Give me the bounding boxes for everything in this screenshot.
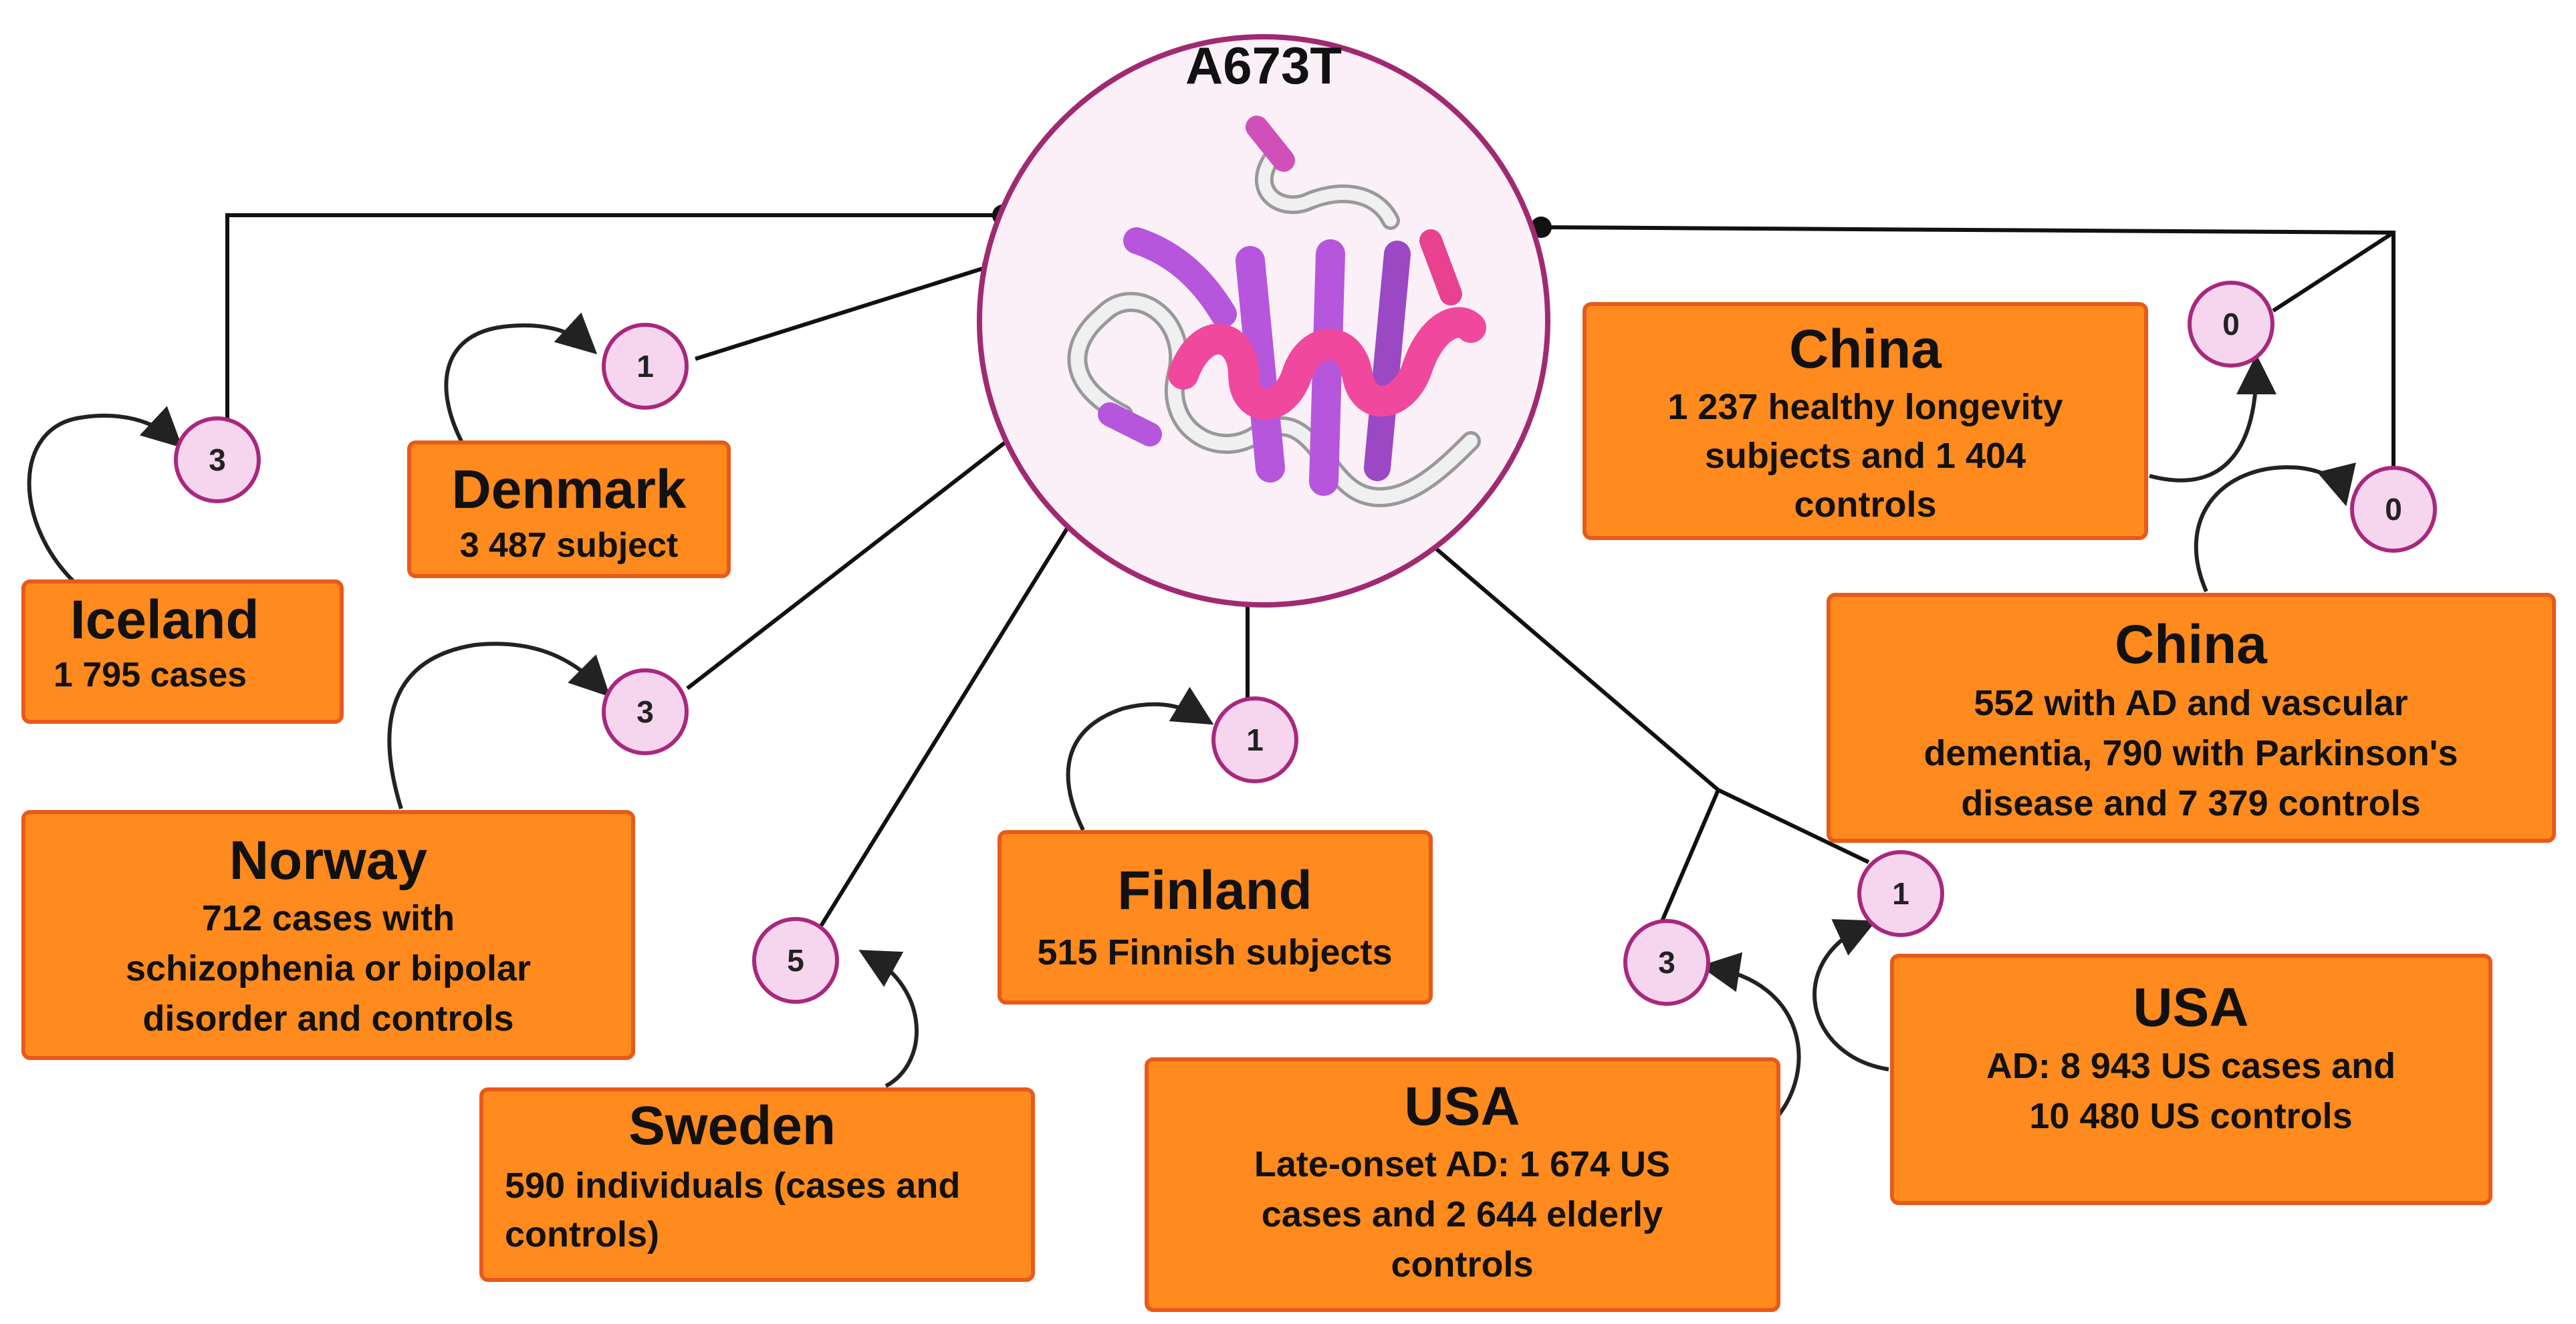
badge-china2: 0 xyxy=(2350,466,2437,553)
badge-finland: 1 xyxy=(1211,696,1298,783)
study-box-china-longevity: China 1 237 healthy longevity subjects a… xyxy=(1583,302,2148,540)
connector-lines xyxy=(225,213,2395,934)
svg-text:1: 1 xyxy=(1892,876,1909,911)
connector-denmark xyxy=(695,263,993,361)
badge-sweden: 5 xyxy=(752,917,839,1004)
svg-text:3: 3 xyxy=(636,694,654,729)
connector-usa-main xyxy=(1416,531,1720,792)
arrow-norway xyxy=(387,642,610,809)
badge-china1: 0 xyxy=(2188,281,2274,368)
study-country: Denmark xyxy=(452,459,687,520)
study-detail-line: disease and 7 379 controls xyxy=(1961,783,2420,823)
study-detail-line: 590 individuals (cases and xyxy=(505,1166,960,1206)
connector-usa1 xyxy=(1658,789,1720,927)
study-country: USA xyxy=(1404,1076,1520,1137)
center-node: A673T xyxy=(977,34,1550,608)
arrow-sweden xyxy=(858,950,919,1088)
study-country: Finland xyxy=(1117,860,1312,921)
study-box-china-ad-parkinsons: China 552 with AD and vascular dementia,… xyxy=(1827,593,2556,843)
study-detail-line: 1 237 healthy longevity xyxy=(1667,387,2063,427)
arrow-china1 xyxy=(2149,354,2276,483)
protein-structure-icon xyxy=(1067,116,1486,507)
badge-iceland: 3 xyxy=(174,416,261,503)
study-box-iceland: Iceland 1 795 cases xyxy=(21,579,344,724)
connector-sweden xyxy=(815,501,1085,934)
study-detail-line: cases and 2 644 elderly xyxy=(1262,1194,1663,1234)
arrow-china2 xyxy=(2194,462,2356,593)
arrow-denmark xyxy=(444,312,598,442)
svg-text:3: 3 xyxy=(209,442,226,477)
badge-denmark: 1 xyxy=(602,323,689,410)
study-box-usa-ad: USA AD: 8 943 US cases and 10 480 US con… xyxy=(1890,954,2492,1205)
study-box-denmark: Denmark 3 487 subject xyxy=(407,440,731,578)
badge-norway: 3 xyxy=(602,668,689,755)
study-detail-line: 10 480 US controls xyxy=(2029,1096,2352,1136)
study-detail-line: controls) xyxy=(505,1214,659,1254)
study-boxes: Iceland 1 795 cases Denmark 3 487 subjec… xyxy=(21,302,2556,1312)
svg-text:3: 3 xyxy=(1658,945,1675,980)
study-detail-line: Late-onset AD: 1 674 US xyxy=(1254,1144,1670,1184)
svg-text:0: 0 xyxy=(2222,307,2240,342)
study-detail-line: schizophenia or bipolar xyxy=(126,948,531,988)
badge-usa2: 1 xyxy=(1857,850,1944,937)
connector-china1 xyxy=(2272,231,2395,313)
arrow-finland xyxy=(1066,686,1214,831)
study-country: China xyxy=(2115,614,2268,675)
center-title: A673T xyxy=(1185,36,1342,95)
arrow-usa1 xyxy=(1700,952,1801,1121)
study-detail-line: 552 with AD and vascular xyxy=(1974,683,2408,723)
svg-text:0: 0 xyxy=(2385,492,2402,527)
study-detail-line: disorder and controls xyxy=(142,999,513,1039)
study-box-usa-late-onset: USA Late-onset AD: 1 674 US cases and 2 … xyxy=(1145,1057,1780,1312)
study-detail-line: subjects and 1 404 xyxy=(1705,436,2026,476)
curved-arrows xyxy=(27,312,2356,1121)
connector-norway xyxy=(686,420,1032,690)
study-country: Iceland xyxy=(70,589,259,650)
count-badges: 3 1 3 5 1 3 1 0 0 xyxy=(174,281,2437,1006)
study-country: Sweden xyxy=(628,1095,836,1156)
study-detail-line: dementia, 790 with Parkinson's xyxy=(1923,733,2458,773)
badge-usa1: 3 xyxy=(1623,919,1710,1006)
arrow-usa2 xyxy=(1812,919,1889,1071)
study-country: China xyxy=(1789,319,1942,380)
arrow-iceland xyxy=(27,406,183,583)
study-box-sweden: Sweden 590 individuals (cases and contro… xyxy=(479,1087,1035,1282)
study-detail-line: controls xyxy=(1391,1244,1533,1285)
connector-iceland xyxy=(225,213,1003,424)
study-detail-line: 1 795 cases xyxy=(53,656,247,694)
study-box-norway: Norway 712 cases with schizophenia or bi… xyxy=(21,810,635,1060)
svg-text:5: 5 xyxy=(787,943,804,978)
study-detail-line: 712 cases with xyxy=(202,898,455,938)
study-box-finland: Finland 515 Finnish subjects xyxy=(998,830,1433,1005)
svg-text:1: 1 xyxy=(636,349,654,384)
study-detail-line: controls xyxy=(1794,485,1936,525)
connector-usa2 xyxy=(1717,788,1870,864)
study-detail-line: 515 Finnish subjects xyxy=(1037,932,1392,972)
study-country: USA xyxy=(2133,977,2248,1038)
study-detail-line: AD: 8 943 US cases and xyxy=(1986,1046,2395,1086)
svg-text:1: 1 xyxy=(1246,722,1264,757)
study-detail-line: 3 487 subject xyxy=(460,526,679,565)
study-country: Norway xyxy=(229,830,428,891)
